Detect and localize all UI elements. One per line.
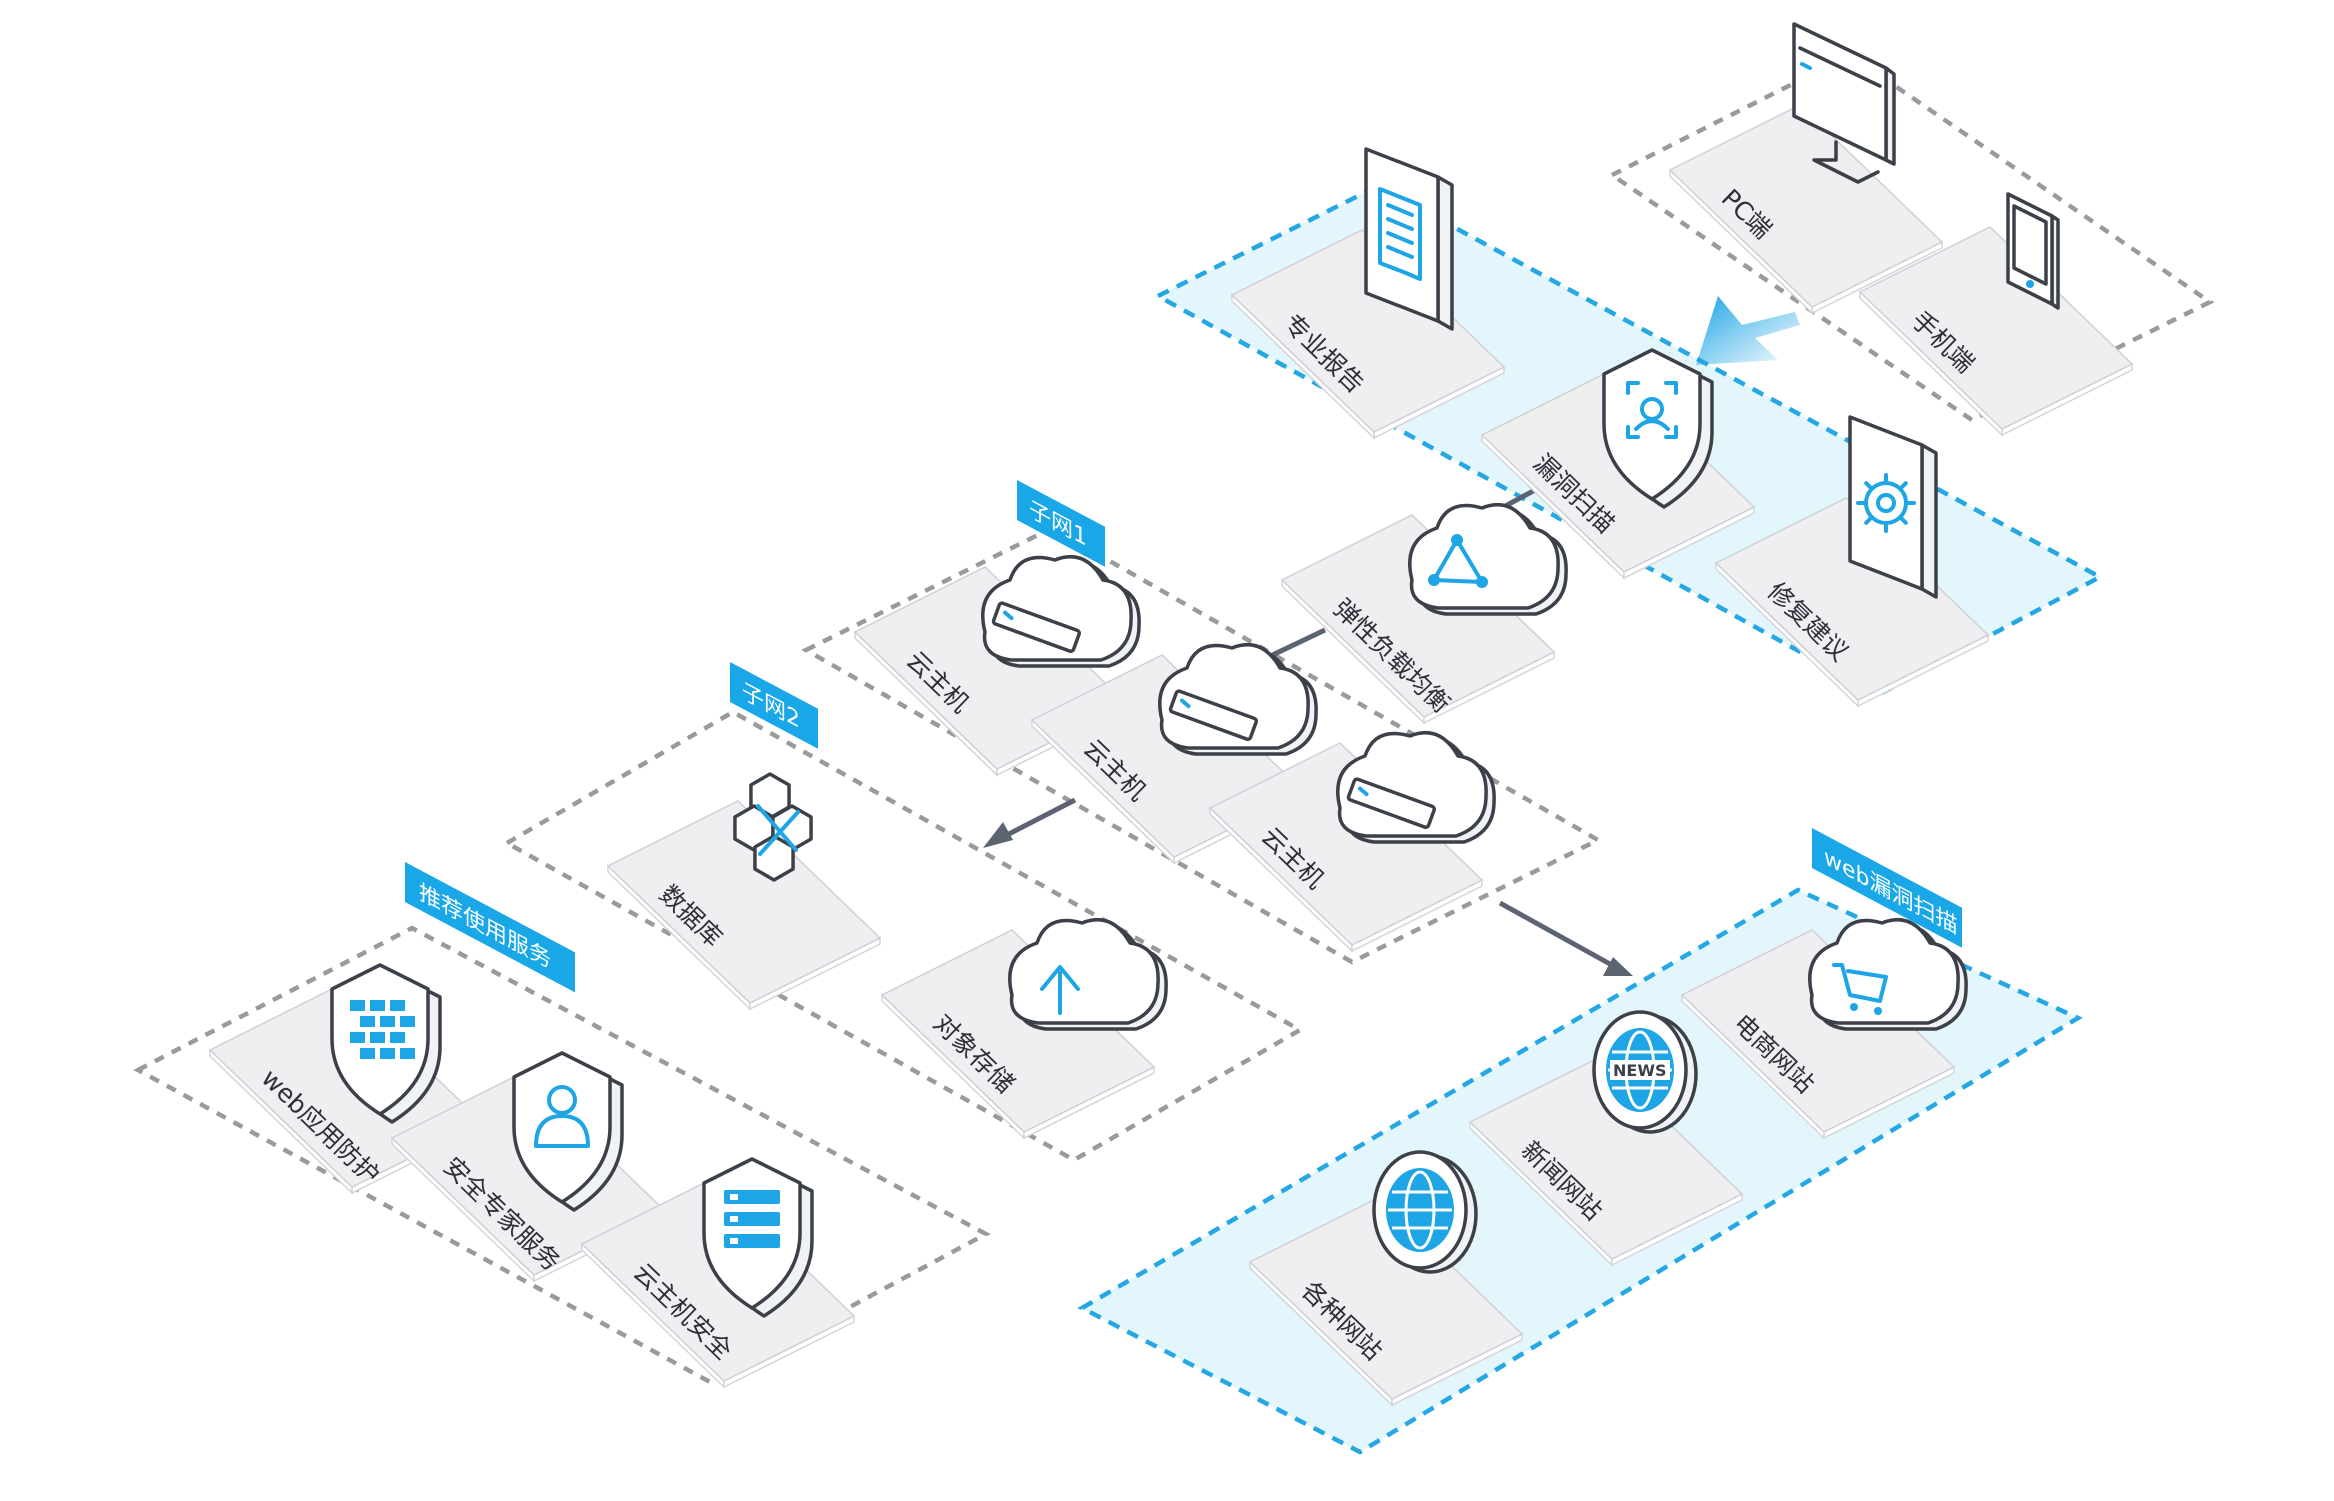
cart-cloud-icon <box>1808 918 1968 1031</box>
node-card: 手机端 <box>1858 192 2134 437</box>
phone-icon <box>2006 192 2060 310</box>
zone-client-devices <box>1607 52 2215 423</box>
node-card: 修复建议 <box>1714 415 1990 708</box>
monitor-icon <box>1792 22 1896 184</box>
node-card: 电商网站 <box>1680 918 1968 1140</box>
node-card: 云主机安全 <box>580 1157 856 1389</box>
zone-subnet-2 <box>502 709 1305 1163</box>
arrow-devices-to-scan <box>1696 296 1800 365</box>
node-card: 各种网站 <box>1248 1150 1524 1407</box>
node-card: 专业报告 <box>1230 147 1506 440</box>
user-shield-icon <box>512 1051 624 1212</box>
globe-icon <box>1372 1150 1478 1274</box>
node-card: 漏洞扫描 <box>1480 348 1756 580</box>
arrow-subnet1-to-subnet2 <box>1003 797 1077 839</box>
firewall-shield-icon <box>330 963 442 1124</box>
node-card: 弹性负载均衡 <box>1280 503 1568 725</box>
news-glyph: NEWS <box>1613 1061 1667 1080</box>
arrow-head <box>1603 957 1633 976</box>
node-card: 对象存储 <box>880 918 1168 1140</box>
tag-recommended: 推荐使用服务 <box>405 862 575 993</box>
arrow-subnet1-to-websites <box>1498 900 1612 967</box>
node-card: PC端 <box>1668 22 1944 315</box>
tag-subnet-1: 子网1 <box>1017 479 1105 567</box>
network-cloud-icon <box>1408 503 1568 616</box>
server-shield-icon <box>702 1157 814 1318</box>
zone-recommended-services <box>133 925 991 1385</box>
arrow-head <box>983 822 1013 848</box>
report-book-icon <box>1364 147 1454 331</box>
gear-book-icon <box>1848 415 1938 599</box>
scan-shield-icon <box>1602 348 1714 509</box>
server-cloud-icon <box>1158 643 1318 756</box>
hexagon-cluster-icon <box>733 772 813 882</box>
node-cards: PC端手机端专业报告漏洞扫描修复建议弹性负载均衡云主机云主机云主机数据库对象存储… <box>208 22 2134 1407</box>
upload-cloud-icon <box>1008 918 1168 1031</box>
svg-text:推荐使用服务: 推荐使用服务 <box>419 878 551 974</box>
server-cloud-icon <box>981 555 1141 668</box>
news-globe-icon: NEWS <box>1592 1010 1698 1134</box>
node-card: 数据库 <box>606 772 882 1011</box>
server-cloud-icon <box>1336 731 1496 844</box>
